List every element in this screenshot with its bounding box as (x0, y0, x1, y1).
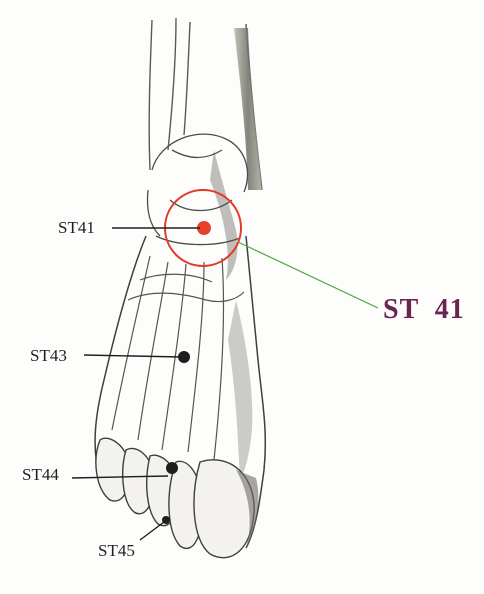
st43-point-marker (178, 351, 190, 363)
st44-point-marker (166, 462, 178, 474)
st41-label: ST41 (58, 218, 95, 237)
st45-label: ST45 (98, 541, 135, 560)
ankle-shading (210, 150, 238, 280)
st43-leader-line (83, 354, 183, 358)
metatarsal-bones (111, 255, 245, 461)
leg-shading (234, 28, 262, 190)
foot-outline (94, 235, 267, 549)
st44-leader-line (71, 475, 169, 479)
callout-label: ST 41 (383, 294, 465, 325)
callout-leader-line (237, 241, 379, 309)
st45-point-marker (162, 516, 170, 524)
st45-leader-line (139, 521, 165, 541)
st43-label: ST43 (30, 346, 67, 365)
st44-label: ST44 (22, 465, 59, 484)
toes (95, 437, 255, 559)
st41-point-dot (197, 221, 211, 235)
big-toe-shading (236, 470, 259, 548)
foot-shading (228, 300, 253, 480)
